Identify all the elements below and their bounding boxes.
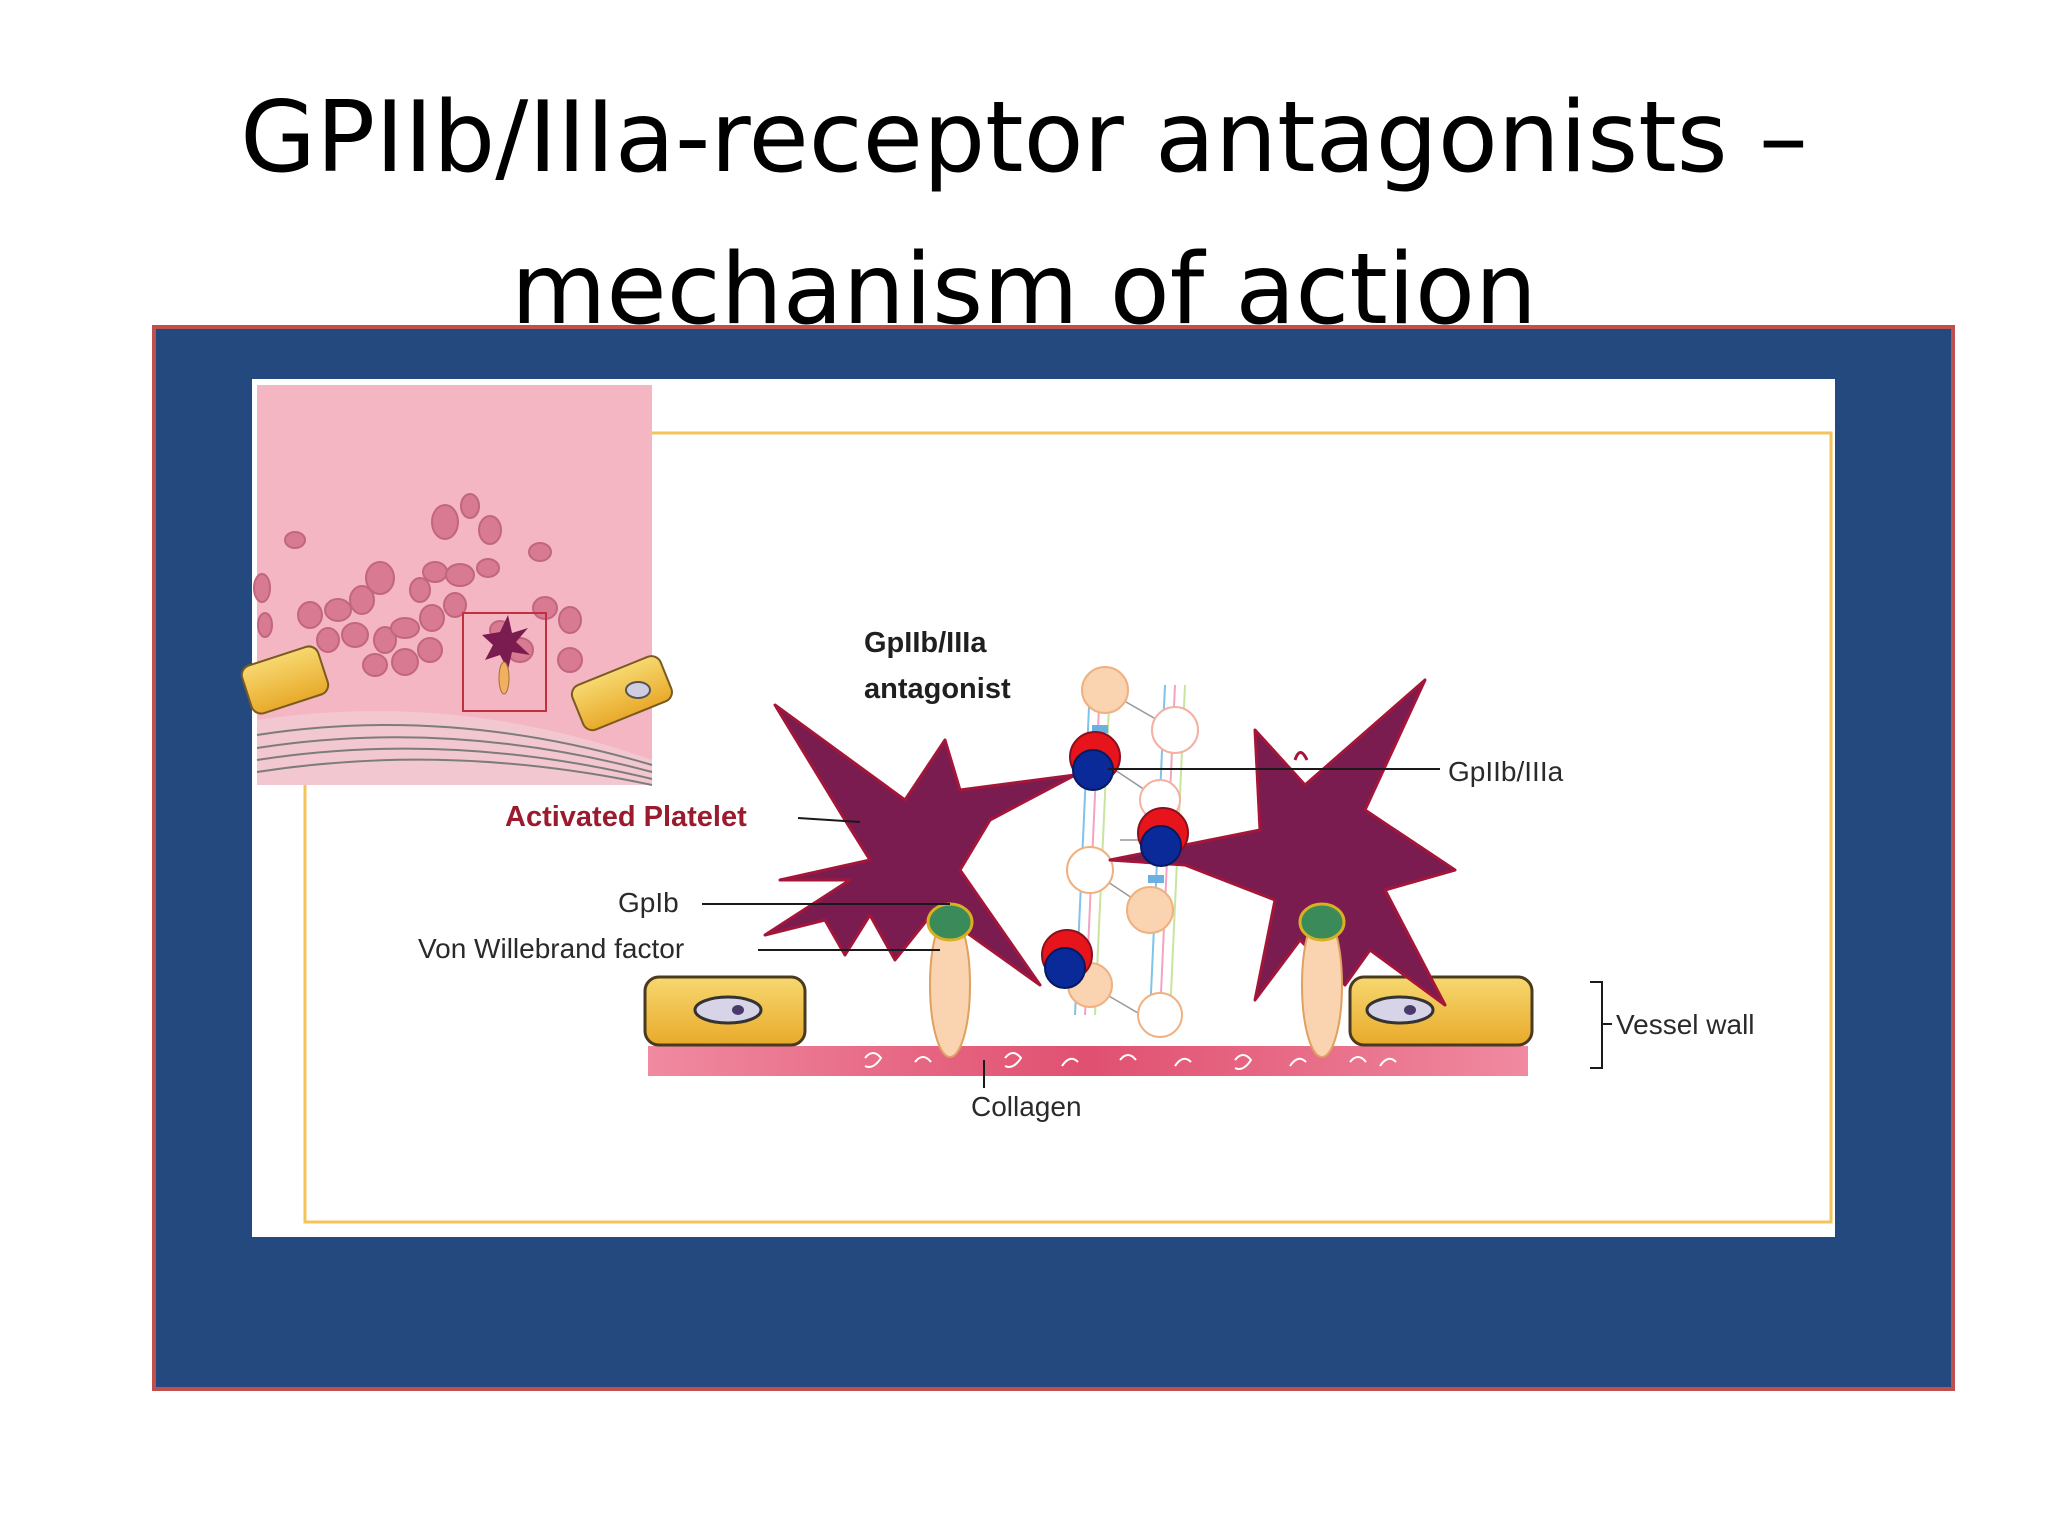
vwf-right: [1298, 902, 1346, 1058]
gpib-receptor-right: [1298, 902, 1346, 942]
endothelial-cell-right: [1348, 975, 1534, 1047]
vwf-left: [926, 902, 974, 1058]
inset-callout-outline: [303, 431, 1833, 1224]
inset-zoom-box: [462, 612, 547, 712]
collagen-label: Collagen: [971, 1091, 1082, 1122]
inset-vessel-layers: [256, 724, 653, 786]
inset-overview: [240, 385, 673, 786]
antagonist-label: GpIIb/IIIa: [864, 627, 987, 659]
gpiib-iiia-receptors: [1041, 731, 1189, 989]
von-willebrand-label: Von Willebrand factor: [418, 933, 684, 964]
gpiib-iiia-label: GpIIb/IIIa: [1448, 756, 1564, 787]
title-line-1: GPIIb/IIIa-receptor antagonists –: [240, 81, 1808, 195]
endothelial-cell-left: [643, 975, 807, 1047]
antagonist-label-2: antagonist: [864, 673, 1011, 705]
gpib-receptor-left: [926, 902, 974, 942]
fibrinogen-bridges: [1066, 666, 1199, 1038]
activated-platelet-right: [1108, 678, 1457, 1007]
activated-platelet-left: [763, 703, 1077, 987]
vessel-wall-label: Vessel wall: [1616, 1009, 1755, 1040]
red-blood-cells: [253, 493, 583, 677]
slide-title: GPIIb/IIIa-receptor antagonists – mechan…: [0, 62, 2048, 366]
collagen-layer: [648, 1046, 1528, 1076]
label-leader-lines: [702, 768, 1612, 1088]
activated-platelet-label: Activated Platelet: [505, 801, 747, 833]
gpib-label: GpIb: [618, 887, 679, 918]
